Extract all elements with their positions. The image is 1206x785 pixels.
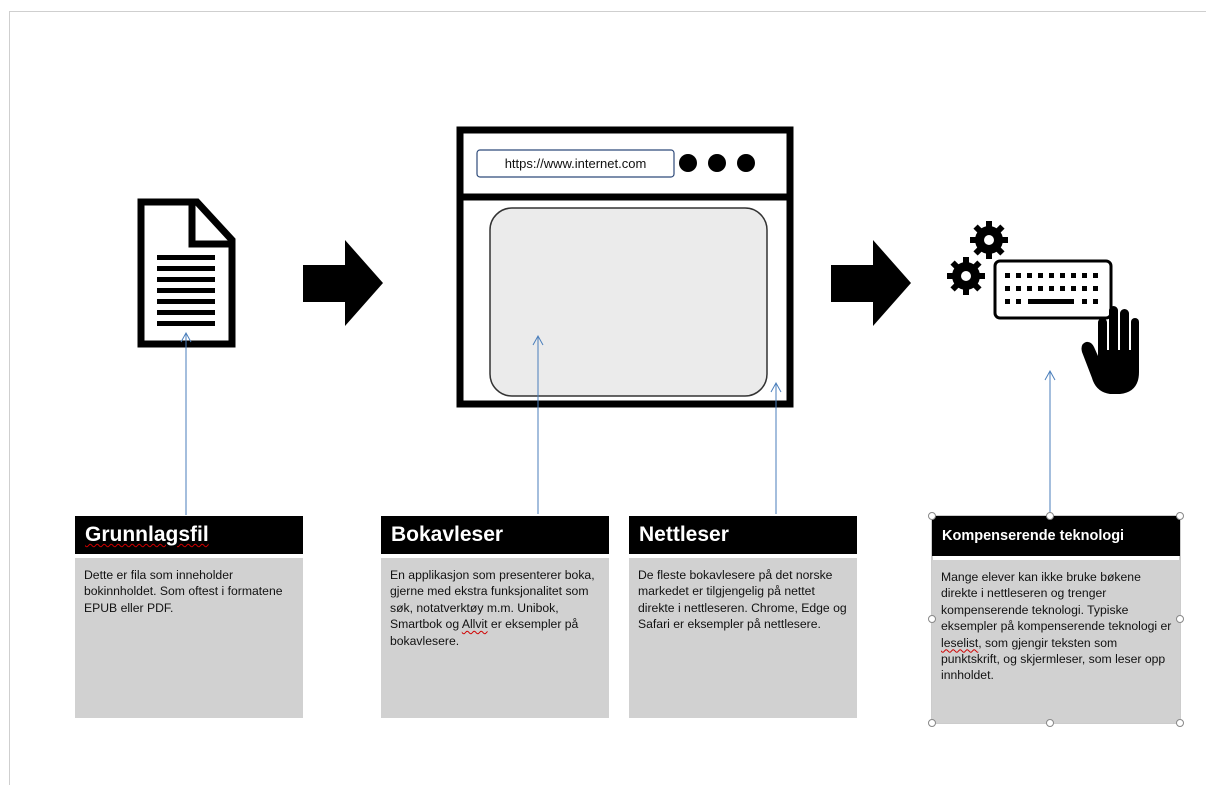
document-icon bbox=[137, 198, 236, 348]
resize-handle-right[interactable] bbox=[1176, 615, 1184, 623]
connectors bbox=[180, 331, 1056, 515]
left-border bbox=[9, 11, 10, 785]
resize-handle-top[interactable] bbox=[1046, 512, 1054, 520]
gear-icon bbox=[947, 257, 985, 295]
card-grunnlagsfil: Grunnlagsfil Dette er fila som inneholde… bbox=[75, 516, 303, 718]
card-kompenserende-teknologi[interactable]: Kompenserende teknologi Mange elever kan… bbox=[932, 516, 1180, 723]
card-body: Mange elever kan ikke bruke bøkene direk… bbox=[932, 560, 1180, 723]
content-area bbox=[489, 207, 768, 397]
resize-handle-left[interactable] bbox=[928, 615, 936, 623]
card-body: Dette er fila som inneholder bokinnholde… bbox=[75, 558, 303, 718]
card-bokavleser: Bokavleser En applikasjon som presentere… bbox=[381, 516, 609, 718]
card-title: Nettleser bbox=[629, 516, 857, 554]
address-bar bbox=[476, 149, 675, 178]
resize-handle-bottom[interactable] bbox=[1046, 719, 1054, 727]
card-title: Grunnlagsfil bbox=[75, 516, 303, 554]
card-title: Kompenserende teknologi bbox=[932, 516, 1180, 556]
arrow-right-icon bbox=[303, 240, 383, 326]
resize-handle-bottom-right[interactable] bbox=[1176, 719, 1184, 727]
window-dot-3 bbox=[737, 154, 755, 172]
resize-handle-bottom-left[interactable] bbox=[928, 719, 936, 727]
resize-handle-top-right[interactable] bbox=[1176, 512, 1184, 520]
arrow-right-icon bbox=[831, 240, 911, 326]
keyboard-icon bbox=[993, 259, 1113, 320]
browser-window-icon bbox=[456, 126, 794, 408]
card-nettleser: Nettleser De fleste bokavlesere på det n… bbox=[629, 516, 857, 718]
resize-handle-top-left[interactable] bbox=[928, 512, 936, 520]
top-border bbox=[9, 11, 1206, 12]
hand-icon bbox=[1081, 306, 1139, 394]
address-bar-url: https://www.internet.com bbox=[504, 156, 647, 171]
card-title: Bokavleser bbox=[381, 516, 609, 554]
card-body: En applikasjon som presenterer boka, gje… bbox=[381, 558, 609, 718]
window-dot-2 bbox=[708, 154, 726, 172]
spellcheck-word: leselist bbox=[941, 635, 979, 650]
card-body: De fleste bokavlesere på det norske mark… bbox=[629, 558, 857, 718]
spellcheck-word: Allvit bbox=[461, 617, 488, 632]
window-dot-1 bbox=[679, 154, 697, 172]
gear-icon bbox=[970, 221, 1008, 259]
